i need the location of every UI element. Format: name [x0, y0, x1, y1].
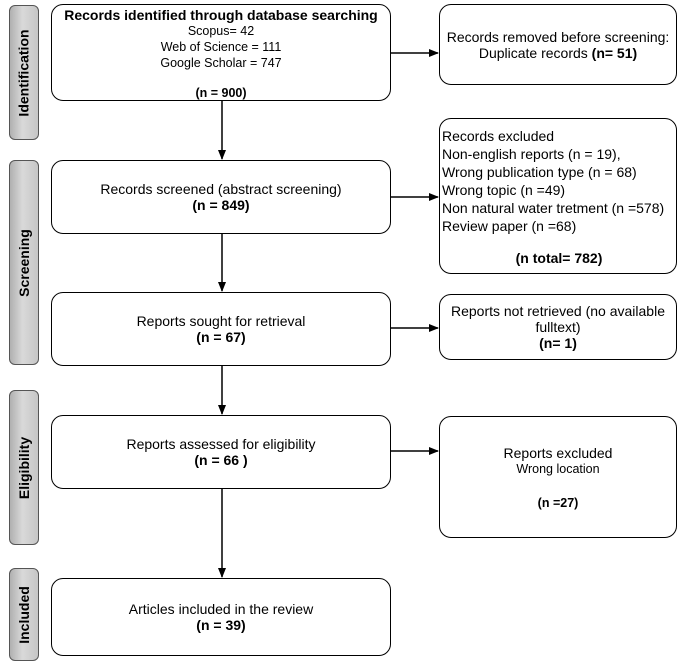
- assessed-label: Reports assessed for eligibility: [126, 436, 316, 452]
- excluded-item: Review paper (n =68): [442, 218, 577, 234]
- stage-included: Included: [9, 568, 39, 661]
- identified-scopus: Scopus= 42: [187, 24, 255, 38]
- screened-n: (n = 849): [192, 197, 250, 213]
- reports-sought-box: Reports sought for retrieval (n = 67): [51, 292, 391, 366]
- excluded-item: Wrong topic (n =49): [442, 182, 566, 198]
- stage-eligibility: Eligibility: [9, 390, 39, 545]
- identified-gs: Google Scholar = 747: [160, 56, 282, 70]
- not-retrieved-line2: fulltext): [535, 319, 581, 335]
- records-excluded-box: Records excluded Non-english reports (n …: [439, 118, 677, 274]
- removed-line2: Duplicate records (n= 51): [479, 45, 637, 61]
- excluded-item: Non-english reports (n = 19),: [442, 146, 621, 162]
- not-retrieved-line1: Reports not retrieved (no available: [450, 303, 665, 319]
- screened-label: Records screened (abstract screening): [100, 181, 342, 197]
- excluded-item: Non natural water tretment (n =578): [442, 200, 665, 216]
- stage-screening: Screening: [9, 160, 39, 365]
- sought-n: (n = 67): [196, 329, 246, 345]
- reports-excluded-box: Reports excluded Wrong location (n =27): [439, 416, 677, 538]
- stage-identification: Identification: [9, 5, 39, 140]
- reports-excluded-title: Reports excluded: [503, 445, 613, 461]
- records-identified-box: Records identified through database sear…: [51, 4, 391, 101]
- excluded-title: Records excluded: [442, 128, 555, 144]
- assessed-n: (n = 66 ): [194, 452, 248, 468]
- excluded-total: (n total= 782): [515, 250, 603, 266]
- included-n: (n = 39): [196, 617, 246, 633]
- removed-line1: Records removed before screening:: [446, 28, 670, 45]
- identified-wos: Web of Science = 111: [160, 40, 282, 54]
- excluded-item: Wrong publication type (n = 68): [442, 164, 637, 180]
- identified-title: Records identified through database sear…: [64, 7, 378, 23]
- reports-excluded-n: (n =27): [537, 496, 579, 510]
- reports-excluded-reason: Wrong location: [516, 462, 600, 476]
- records-screened-box: Records screened (abstract screening) (n…: [51, 160, 391, 234]
- identified-n: (n = 900): [195, 86, 247, 100]
- sought-label: Reports sought for retrieval: [136, 313, 306, 329]
- included-label: Articles included in the review: [128, 601, 314, 617]
- removed-line2-prefix: Duplicate records: [478, 44, 592, 61]
- records-removed-box: Records removed before screening: Duplic…: [439, 4, 677, 85]
- articles-included-box: Articles included in the review (n = 39): [51, 578, 391, 656]
- reports-not-retrieved-box: Reports not retrieved (no available full…: [439, 294, 677, 360]
- not-retrieved-n: (n= 1): [539, 335, 577, 351]
- removed-n: (n= 51): [591, 44, 638, 61]
- reports-assessed-box: Reports assessed for eligibility (n = 66…: [51, 415, 391, 489]
